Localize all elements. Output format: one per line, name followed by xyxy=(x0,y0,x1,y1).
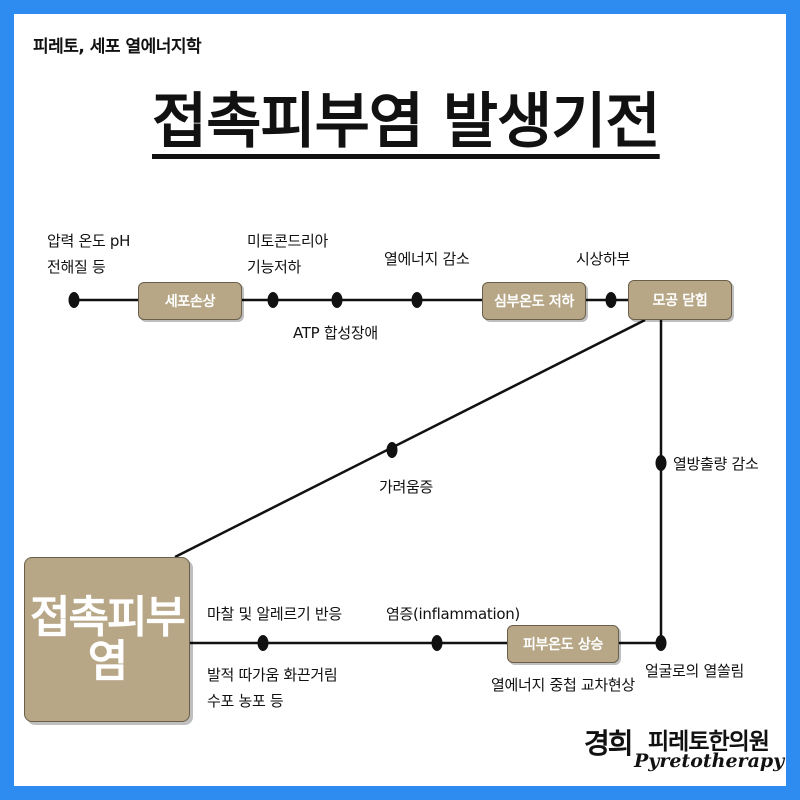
label-pressure-temp-ph: 압력 온도 pH xyxy=(47,232,131,250)
label-atp-synthesis: ATP 합성장애 xyxy=(293,324,378,342)
dot-atp xyxy=(331,292,343,308)
label-face-flush: 얼굴로의 열쏠림 xyxy=(645,662,744,680)
brand-logo: 경희 xyxy=(584,727,634,760)
dot-face-flush xyxy=(655,635,667,651)
node-cell-damage: 세포손상 xyxy=(138,282,242,320)
node-core-temp-drop: 심부온도 저하 xyxy=(482,282,586,320)
dot-heat-release xyxy=(655,455,667,471)
node-pore-close: 모공 닫힘 xyxy=(628,280,732,320)
dot-inflammation xyxy=(431,635,443,651)
label-heat-release-drop: 열방출량 감소 xyxy=(673,455,759,473)
label-symptoms-1: 발적 따가움 화끈거림 xyxy=(207,666,338,684)
brand-english: Pyretotherapy xyxy=(634,750,785,772)
label-itching: 가려움증 xyxy=(379,478,434,496)
node-skin-temp-rise: 피부온도 상승 xyxy=(507,625,619,663)
label-function-decline: 기능저하 xyxy=(247,258,302,276)
label-electrolytes: 전해질 등 xyxy=(47,258,106,276)
page-title: 접촉피부염 발생기전 xyxy=(152,87,661,157)
brand-clinic-name: 피레토한의원 xyxy=(648,729,770,755)
node-contact-dermatitis: 접촉피부염 xyxy=(24,557,190,722)
label-mitochondria: 미토콘드리아 xyxy=(247,232,329,250)
dot-itching xyxy=(386,442,398,458)
label-hypothalamus: 시상하부 xyxy=(576,250,631,268)
label-inflammation: 염증(inflammation) xyxy=(386,605,520,623)
dot-mito xyxy=(267,292,279,308)
dot-start xyxy=(68,292,80,308)
label-heat-stack: 열에너지 중첩 교차현상 xyxy=(491,676,635,694)
line-pore-to-dermatitis xyxy=(174,318,646,559)
dot-heat-energy xyxy=(411,292,423,308)
label-symptoms-2: 수포 농포 등 xyxy=(207,692,284,710)
label-heat-energy-drop: 열에너지 감소 xyxy=(384,250,470,268)
subtitle: 피레토, 세포 열에너지학 xyxy=(33,37,202,57)
dot-hypothalamus xyxy=(605,292,617,308)
dot-allergy xyxy=(257,635,269,651)
label-friction-allergy: 마찰 및 알레르기 반응 xyxy=(207,605,342,623)
